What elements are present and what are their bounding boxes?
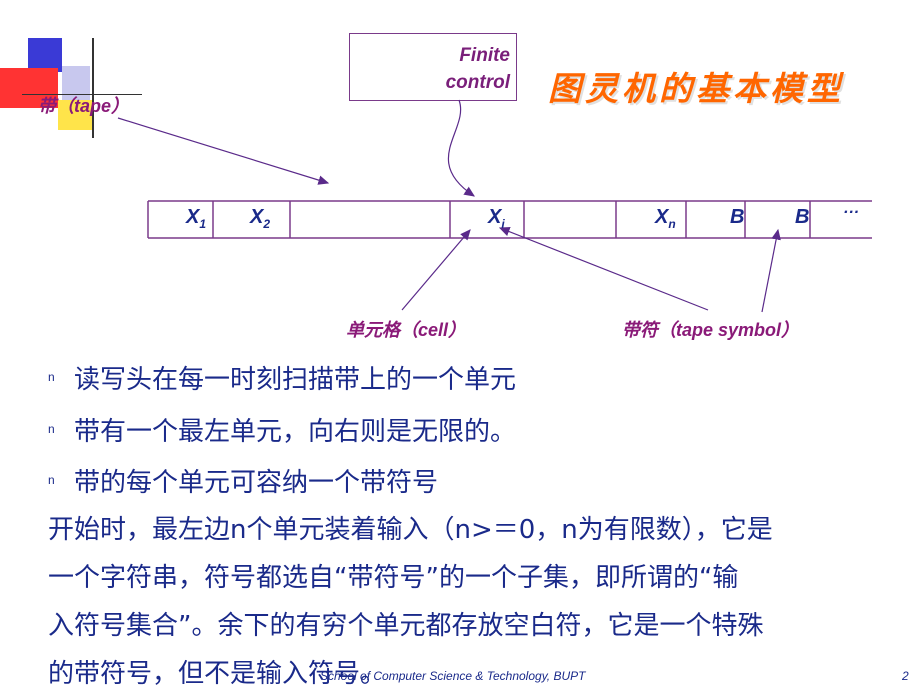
cell-label: 单元格（cell） (346, 320, 467, 340)
tape-cell-x2: X2 (250, 206, 271, 231)
page-number: 2 (902, 669, 909, 683)
deco-square-red (0, 68, 58, 108)
tape-cell-ellipsis: ··· (843, 204, 859, 221)
tape-cell-blank-2: B (795, 206, 810, 228)
bullet-mark: n (48, 370, 55, 384)
bullet-item: n 带的每个单元可容纳一个带符号 (48, 461, 438, 499)
tape-cell-x1: X1 (186, 206, 207, 231)
footer-text: School of Computer Science & Technology,… (320, 669, 586, 683)
tape-cell-xi: Xi (488, 206, 505, 231)
finite-control-label: Finite control (360, 42, 510, 96)
paragraph-line: 入符号集合”。余下的有穷个单元都存放空白符，它是一个特殊 (48, 611, 764, 641)
deco-square-blue (28, 38, 62, 72)
finite-control-line2: control (445, 72, 510, 93)
finite-control-arrow (447, 99, 475, 197)
tape-symbol-label: 带符（tape symbol） (622, 320, 800, 340)
tape-label-arrow (117, 117, 330, 185)
deco-vline (92, 38, 94, 138)
paragraph-line: 的带符号，但不是输入符号。 (48, 659, 387, 689)
bullet-item: n 读写头在每一时刻扫描带上的一个单元 (48, 358, 516, 396)
bullet-mark: n (48, 473, 55, 487)
bullet-text: 带有一个最左单元，向右则是无限的。 (74, 416, 517, 447)
tape-dividers (147, 201, 811, 238)
deco-square-yellow (58, 100, 94, 130)
tape-cell-xn: Xn (655, 206, 676, 231)
finite-control-box: Finite control (349, 33, 517, 101)
bullet-text: 带的每个单元可容纳一个带符号 (74, 467, 439, 498)
description-paragraph: 开始时，最左边n个单元装着输入（n>＝0，n为有限数），它是 一个字符串，符号都… (48, 506, 910, 698)
tape-diagram (117, 99, 872, 313)
paragraph-line: 一个字符串，符号都选自“带符号”的一个子集，即所谓的“输 (48, 563, 739, 593)
bullet-mark: n (48, 422, 55, 436)
tape-symbol-arrow-2 (761, 228, 781, 313)
slide-title: 图灵机的基本模型 (548, 69, 844, 108)
paragraph-line: 开始时，最左边n个单元装着输入（n>＝0，n为有限数），它是 (48, 515, 773, 545)
finite-control-line1: Finite (459, 45, 510, 66)
cell-arrow (401, 229, 471, 311)
bullet-item: n 带有一个最左单元，向右则是无限的。 (48, 410, 516, 448)
tape-symbol-arrow-1 (498, 227, 709, 311)
deco-hline (22, 94, 142, 95)
bullet-text: 读写头在每一时刻扫描带上的一个单元 (74, 364, 517, 395)
tape-cell-blank-1: B (730, 206, 745, 228)
tape-label: 带（tape） (38, 96, 130, 116)
